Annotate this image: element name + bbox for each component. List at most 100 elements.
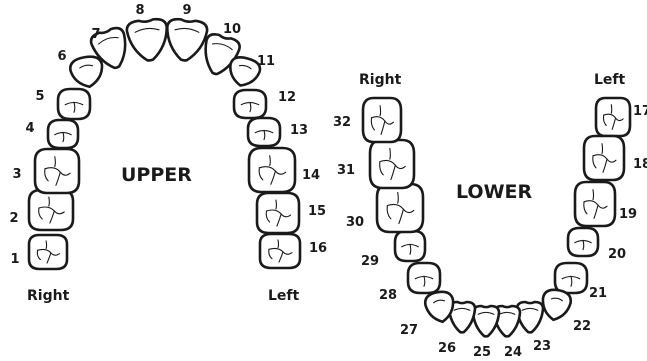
tooth-16-groove: [277, 239, 280, 249]
tooth-8-crown: [125, 17, 169, 62]
tooth-20[interactable]: [566, 226, 600, 258]
tooth-number-11: 11: [257, 54, 275, 69]
tooth-13[interactable]: [246, 116, 282, 148]
tooth-10[interactable]: [198, 32, 241, 78]
tooth-19[interactable]: [573, 180, 617, 228]
tooth-18[interactable]: [582, 134, 626, 182]
tooth-number-27: 27: [400, 323, 418, 338]
tooth-31-groove: [379, 161, 384, 176]
tooth-17-groove: [611, 117, 617, 130]
tooth-29[interactable]: [393, 229, 427, 263]
tooth-8[interactable]: [125, 17, 170, 62]
tooth-9[interactable]: [164, 17, 209, 62]
tooth-number-24: 24: [504, 345, 522, 360]
tooth-16-groove: [268, 248, 273, 260]
tooth-19-groove: [583, 201, 588, 215]
tooth-15-groove: [265, 210, 271, 223]
tooth-23-groove: [521, 307, 539, 311]
tooth-9-groove: [174, 27, 200, 33]
tooth-26-groove: [453, 307, 471, 311]
tooth-21[interactable]: [553, 261, 589, 295]
tooth-32[interactable]: [361, 96, 403, 144]
tooth-18-groove: [592, 155, 597, 169]
tooth-3-groove: [44, 168, 49, 182]
tooth-29-groove: [409, 243, 412, 255]
tooth-22-crown: [541, 288, 573, 322]
tooth-number-21: 21: [589, 286, 607, 301]
tooth-25[interactable]: [471, 304, 501, 338]
tooth-19-groove: [592, 189, 595, 201]
tooth-15-groove: [275, 199, 277, 210]
tooth-30-crown: [375, 182, 425, 234]
tooth-number-13: 13: [290, 123, 308, 138]
tooth-11-crown: [229, 56, 262, 87]
tooth-26[interactable]: [447, 300, 477, 334]
tooth-2-groove: [49, 210, 55, 224]
tooth-5-groove: [73, 101, 76, 113]
tooth-number-18: 18: [633, 157, 647, 172]
tooth-22[interactable]: [540, 288, 573, 322]
tooth-30[interactable]: [375, 182, 425, 234]
tooth-number-1: 1: [10, 252, 19, 267]
tooth-7[interactable]: [89, 26, 133, 73]
tooth-12[interactable]: [232, 88, 268, 120]
tooth-14-groove: [258, 167, 264, 181]
tooth-number-20: 20: [608, 247, 626, 262]
tooth-17[interactable]: [594, 96, 632, 138]
tooth-20-groove: [582, 239, 585, 251]
tooth-5[interactable]: [56, 87, 92, 121]
tooth-17-groove: [602, 114, 607, 127]
tooth-7-groove: [98, 36, 119, 45]
tooth-4[interactable]: [46, 118, 80, 150]
tooth-9-crown: [165, 17, 209, 62]
tooth-number-31: 31: [337, 163, 355, 178]
tooth-27-groove: [433, 299, 446, 304]
tooth-number-14: 14: [302, 168, 320, 183]
tooth-14-groove: [270, 170, 276, 185]
tooth-25-crown: [471, 304, 501, 338]
tooth-14-groove: [269, 155, 271, 167]
tooth-14[interactable]: [247, 146, 297, 194]
tooth-number-28: 28: [379, 288, 397, 303]
tooth-25-groove: [477, 311, 495, 315]
lower-left-label: Left: [594, 72, 626, 88]
tooth-2[interactable]: [27, 188, 75, 232]
tooth-30-groove: [386, 205, 392, 220]
tooth-number-4: 4: [25, 121, 34, 136]
tooth-31-groove: [390, 164, 396, 181]
tooth-number-17: 17: [633, 104, 647, 119]
tooth-23[interactable]: [515, 300, 545, 334]
tooth-15-groove: [276, 213, 282, 227]
labels-layer: UPPER LOWER Right Left Right Left: [27, 72, 626, 304]
tooth-30-groove: [397, 191, 399, 204]
tooth-16-groove: [278, 251, 284, 263]
tooth-6-groove: [79, 64, 93, 69]
tooth-21-groove: [570, 275, 573, 287]
tooth-30-groove: [398, 208, 404, 225]
tooth-4-groove: [62, 131, 65, 143]
tooth-number-6: 6: [57, 49, 66, 64]
tooth-28-groove: [423, 275, 426, 287]
tooth-24[interactable]: [492, 304, 522, 338]
tooth-13-groove: [263, 129, 266, 141]
tooth-15[interactable]: [255, 191, 301, 235]
tooth-32-groove: [380, 120, 386, 135]
tooth-3-groove: [55, 171, 61, 186]
tooth-22-groove: [550, 297, 563, 302]
lower-right-label: Right: [359, 72, 402, 88]
tooth-28[interactable]: [406, 261, 442, 295]
tooth-16[interactable]: [258, 232, 302, 270]
tooth-27[interactable]: [423, 290, 457, 324]
tooth-3[interactable]: [33, 147, 81, 195]
tooth-6-crown: [68, 55, 104, 89]
tooth-6[interactable]: [68, 54, 106, 89]
tooth-31[interactable]: [368, 138, 416, 190]
tooth-31-crown: [368, 138, 416, 190]
upper-left-label: Left: [268, 288, 300, 304]
tooth-1[interactable]: [27, 233, 69, 271]
upper-right-label: Right: [27, 288, 70, 304]
tooth-11[interactable]: [226, 55, 262, 90]
tooth-number-23: 23: [533, 339, 551, 354]
tooth-number-9: 9: [182, 3, 191, 18]
